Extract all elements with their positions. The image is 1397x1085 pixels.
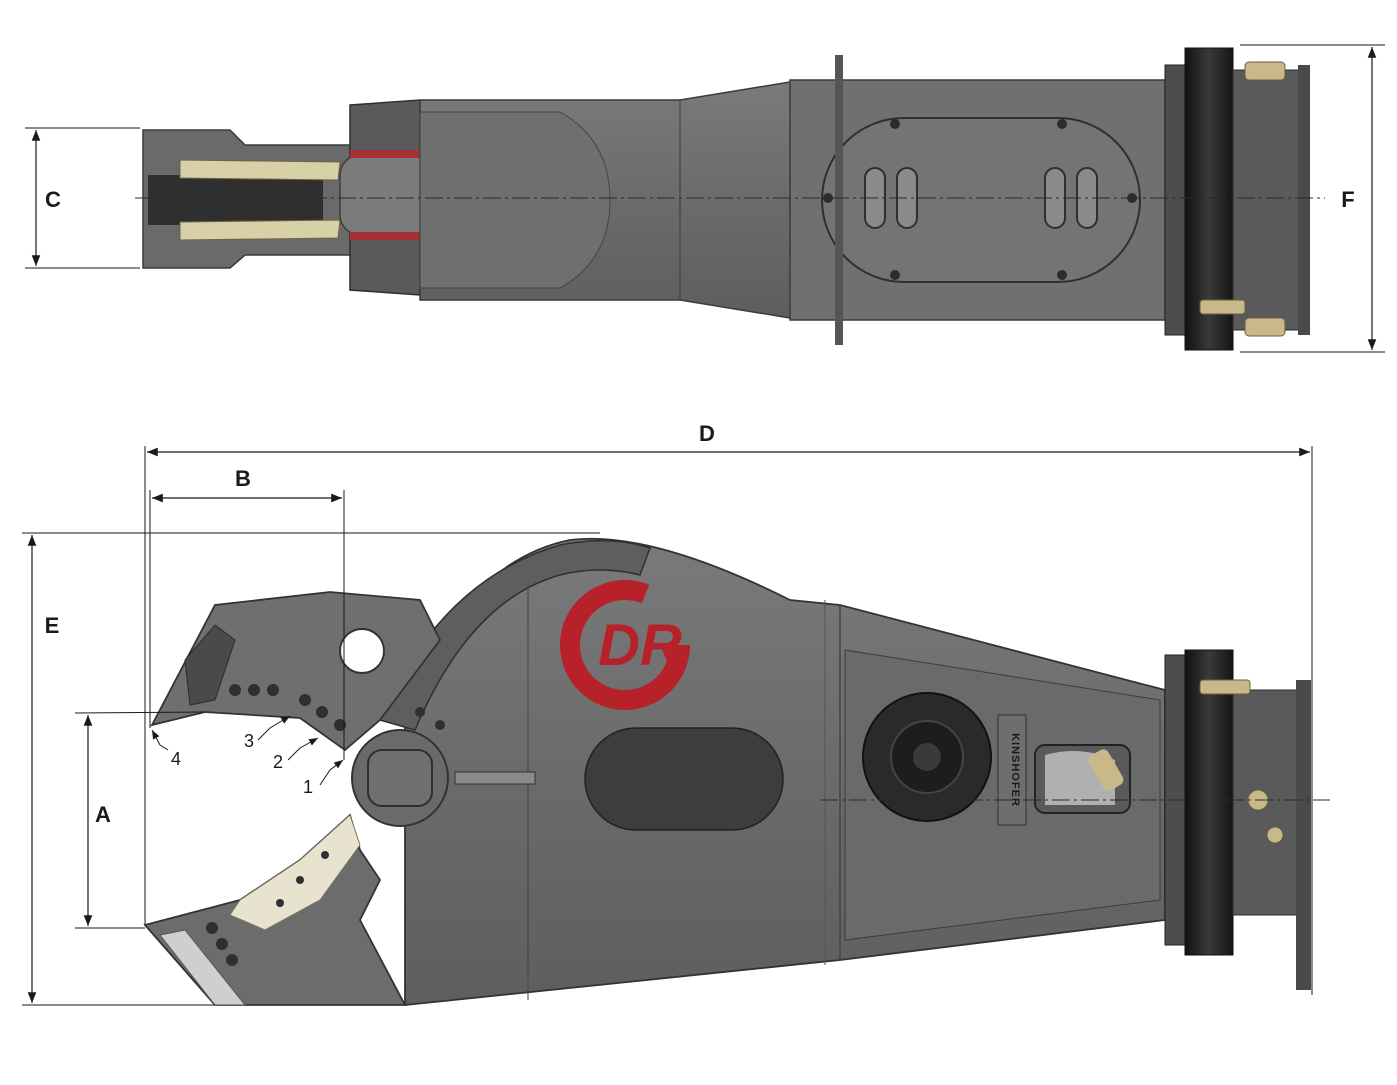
- dimension-label-e: E: [45, 613, 60, 638]
- dimension-label-c: C: [45, 187, 61, 212]
- dimension-f: F: [1240, 44, 1385, 353]
- cutting-point-2: 2: [273, 752, 283, 772]
- dimension-b: B: [149, 466, 345, 760]
- side-view: DR KINSHOFER: [143, 537, 1330, 1006]
- cutting-point-3: 3: [244, 731, 254, 751]
- cutting-point-1: 1: [303, 777, 313, 797]
- dimension-a: A: [74, 711, 206, 929]
- dr-logo: DR: [560, 580, 690, 710]
- dimension-d: D: [144, 421, 1313, 995]
- dimension-label-b: B: [235, 466, 251, 491]
- dimension-c: C: [25, 127, 140, 269]
- top-view: [135, 47, 1325, 351]
- dimension-label-a: A: [95, 802, 111, 827]
- dimension-e: E: [22, 532, 600, 1006]
- brand-label: KINSHOFER: [1009, 733, 1021, 807]
- cutting-points: 1 2 3 4: [151, 715, 344, 797]
- dimension-label-f: F: [1341, 187, 1354, 212]
- dimension-label-d: D: [699, 421, 715, 446]
- cutting-point-4: 4: [171, 749, 181, 769]
- dr-logo-text: DR: [598, 613, 682, 678]
